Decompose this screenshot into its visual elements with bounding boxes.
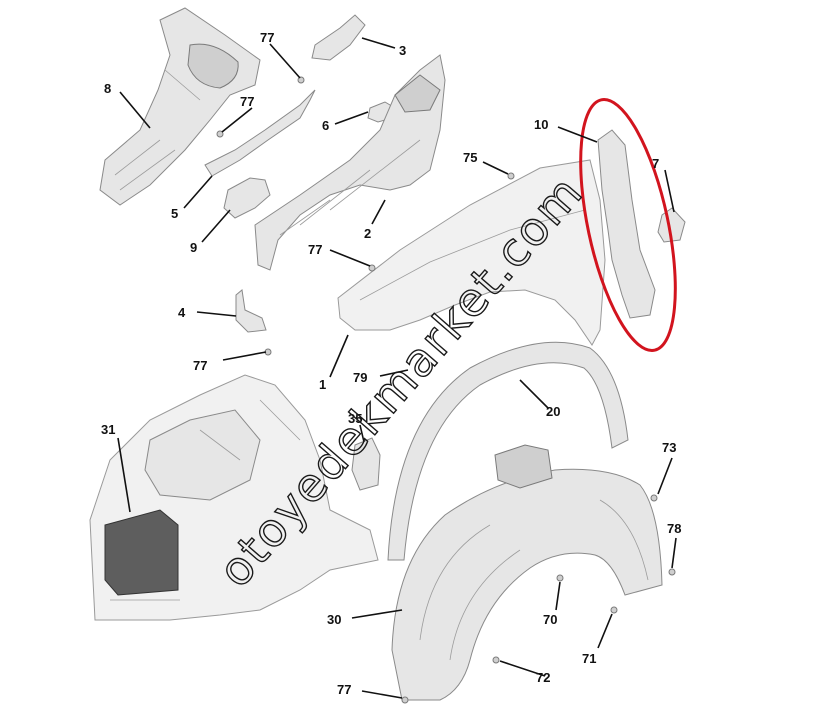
part-9-bracket [223, 177, 271, 219]
callout-72: 72 [536, 670, 550, 685]
part-5-bracket [204, 89, 316, 177]
callout-79: 79 [353, 370, 367, 385]
callout-77-e: 77 [337, 682, 351, 697]
callout-75: 75 [463, 150, 477, 165]
callout-4: 4 [178, 305, 186, 320]
callout-8: 8 [104, 81, 111, 96]
callout-20: 20 [546, 404, 560, 419]
callout-2: 2 [364, 226, 371, 241]
part-10-liner-seal [597, 129, 656, 319]
part-7-clip [657, 207, 686, 243]
part-8-shock-tower [99, 7, 261, 206]
callout-31: 31 [101, 422, 115, 437]
part-4-bracket [235, 289, 267, 333]
part-20-arch-moulding [387, 341, 629, 561]
highlight-ellipse [579, 98, 677, 352]
callout-35: 35 [348, 411, 362, 426]
part-1-front-fender [337, 159, 606, 346]
part-2-apron [254, 54, 446, 271]
callout-7: 7 [652, 156, 659, 171]
callout-77-b: 77 [240, 94, 254, 109]
callout-labels: 8 77 3 77 6 5 9 2 77 75 10 7 4 77 1 79 2… [101, 30, 681, 697]
callout-3: 3 [399, 43, 406, 58]
part-35-bracket [351, 437, 381, 491]
callout-71: 71 [582, 651, 596, 666]
callout-77-a: 77 [260, 30, 274, 45]
callout-10: 10 [534, 117, 548, 132]
callout-78: 78 [667, 521, 681, 536]
callout-1: 1 [319, 377, 326, 392]
callout-5: 5 [171, 206, 178, 221]
callout-9: 9 [190, 240, 197, 255]
callout-6: 6 [322, 118, 329, 133]
callout-77-d: 77 [193, 358, 207, 373]
callout-77-c: 77 [308, 242, 322, 257]
callout-73: 73 [662, 440, 676, 455]
part-3-bracket [311, 14, 366, 61]
part-30-wheelarch-liner [391, 444, 663, 701]
leader-lines [117, 37, 677, 699]
callout-70: 70 [543, 612, 557, 627]
part-31-inner-structure [89, 374, 379, 621]
callout-30: 30 [327, 612, 341, 627]
